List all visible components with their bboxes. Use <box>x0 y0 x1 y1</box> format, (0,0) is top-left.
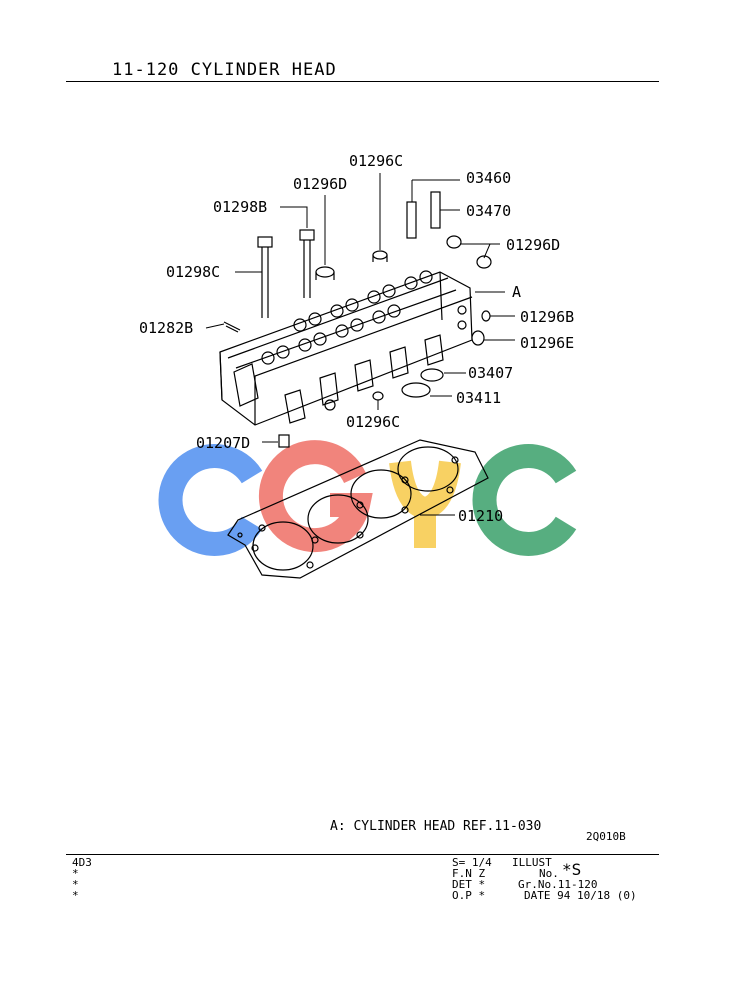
leader-lines <box>205 173 515 516</box>
callout-01296C-bottom: 01296C <box>346 413 401 431</box>
watermark-logo <box>158 440 577 556</box>
footer-rule <box>66 854 659 855</box>
callout-01296E: 01296E <box>520 334 575 352</box>
footer-no: No. <box>539 867 559 880</box>
footer-model: 4D3 <box>72 856 92 869</box>
reference-note: A: CYLINDER HEAD REF.11-030 <box>330 819 542 834</box>
small-parts <box>278 191 492 448</box>
callout-03460: 03460 <box>466 169 512 187</box>
callout-01210: 01210 <box>458 507 504 525</box>
callout-01282B: 01282B <box>139 319 194 337</box>
footer-op: O.P * <box>452 889 486 902</box>
footer-illust: ILLUST <box>512 856 552 869</box>
callout-03470: 03470 <box>466 202 512 220</box>
valve-seats <box>261 270 433 365</box>
callout-01296D-mid: 01296D <box>293 175 348 193</box>
footer-star-s: *S <box>562 860 582 879</box>
callout-A: A <box>512 283 522 301</box>
footer-det: DET * <box>452 878 486 891</box>
footer-group-no: Gr.No.11-120 <box>518 878 598 891</box>
footer-fnz: F.N Z <box>452 867 486 880</box>
callout-01207D: 01207D <box>196 434 251 452</box>
callout-01298C: 01298C <box>166 263 221 281</box>
page-title: 11-120 CYLINDER HEAD <box>112 60 337 80</box>
callout-01296D-right: 01296D <box>506 236 561 254</box>
callout-01298B: 01298B <box>213 198 268 216</box>
illustration-code: 2Q010B <box>586 830 626 843</box>
footer-star-2: * <box>72 878 79 891</box>
callout-03411: 03411 <box>456 389 502 407</box>
head-gasket <box>227 439 489 579</box>
header-rule <box>66 81 659 82</box>
footer-star-3: * <box>72 889 79 902</box>
callout-01296C-top: 01296C <box>349 152 404 170</box>
footer-scale: S= 1/4 <box>452 856 492 869</box>
footer-star-1: * <box>72 867 79 880</box>
callout-01296B: 01296B <box>520 308 575 326</box>
head-bolts <box>223 229 315 333</box>
callout-03407: 03407 <box>468 364 514 382</box>
cylinder-head <box>219 270 473 426</box>
footer-date: DATE 94 10/18 (0) <box>524 889 637 902</box>
